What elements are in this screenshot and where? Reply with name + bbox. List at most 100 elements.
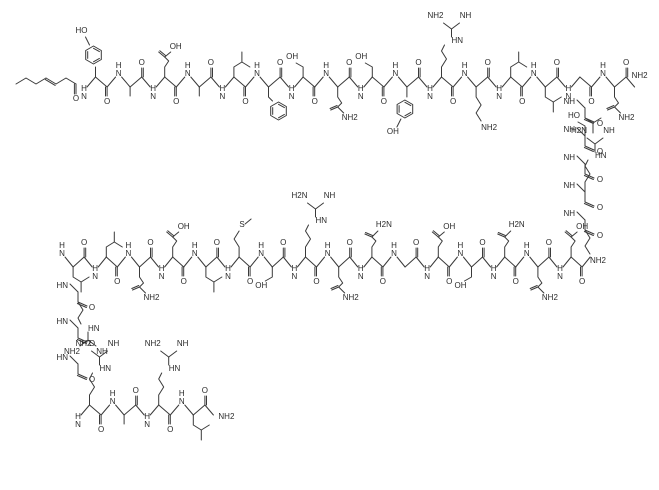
backbone-h-label: H	[462, 61, 468, 70]
backbone-n-label: H	[427, 84, 433, 93]
backbone-bond	[467, 76, 477, 88]
carboxyl-bond	[164, 51, 172, 58]
backbone-h-label: N	[75, 420, 81, 429]
backbone-n-label: N	[116, 69, 122, 78]
backbone-bond	[536, 76, 546, 88]
backbone-bond	[418, 76, 428, 88]
backbone-bond	[338, 256, 351, 268]
backbone-bond	[556, 76, 566, 88]
backbone-n-label: N	[192, 249, 198, 258]
backbone-bond	[80, 404, 90, 416]
carbonyl-bond	[530, 286, 539, 291]
backbone-bond	[510, 76, 523, 88]
backbone-bond	[404, 256, 417, 268]
carbonyl-o-label: O	[597, 203, 603, 212]
hydroxyl-bond	[364, 62, 373, 78]
carbonyl-o-label: O	[579, 277, 585, 286]
backbone-bond	[149, 404, 160, 416]
backbone-bond	[224, 76, 235, 88]
carboxyl-bond	[172, 236, 178, 258]
carboxyl-label: OH	[178, 222, 190, 231]
carbonyl-o-label: O	[513, 277, 519, 286]
carboxyl-label: OH	[170, 42, 182, 51]
backbone-bond	[504, 256, 517, 268]
guanidine-imine-label: NH	[603, 126, 615, 135]
carbonyl-bond	[364, 233, 373, 238]
alkyl-bond	[592, 117, 602, 124]
alkyl-bond	[105, 231, 115, 258]
carbonyl-bond	[365, 232, 373, 236]
hydroxyl-label: OH	[355, 52, 367, 61]
backbone-h-label: H	[179, 389, 185, 398]
backbone-bond	[205, 256, 218, 268]
guanidine-bond	[305, 224, 311, 258]
guanidine-bond	[91, 350, 100, 358]
backbone-bond	[529, 256, 539, 268]
backbone-bond	[548, 256, 558, 268]
carbonyl-bond	[584, 201, 595, 207]
backbone-bond	[371, 256, 384, 268]
backbone-bond	[441, 76, 454, 88]
backbone-n-label: N	[59, 249, 65, 258]
backbone-bond	[382, 256, 392, 268]
alkyl-bond	[213, 276, 223, 283]
backbone-bond	[245, 76, 255, 88]
backbone-bond	[95, 76, 108, 88]
alkyl-bond	[233, 51, 243, 78]
hydroxyl-label: OH	[255, 281, 267, 290]
guanidine-nh-label: HN	[316, 216, 328, 225]
carbonyl-o-label: O	[446, 277, 452, 286]
backbone-bond	[184, 404, 194, 416]
backbone-nh-label: NH	[563, 181, 575, 190]
backbone-bond	[452, 76, 463, 88]
alkyl-bond	[200, 424, 210, 431]
backbone-bond	[363, 256, 373, 268]
amide-label: NH2	[343, 293, 360, 302]
carbonyl-o-label: O	[114, 277, 120, 286]
backbone-n-label: N	[462, 69, 468, 78]
carboxyl-bond	[172, 231, 180, 238]
backbone-h-label: H	[323, 61, 329, 70]
backbone-bond	[462, 256, 472, 268]
backbone-bond	[487, 76, 497, 88]
backbone-nh-label: HN	[56, 281, 68, 290]
phenol-ring	[93, 57, 100, 63]
carbonyl-o-label: O	[81, 238, 87, 247]
backbone-bond	[521, 76, 532, 88]
backbone-bond	[135, 404, 145, 416]
guanidine-imine-label: NH	[108, 339, 120, 348]
thioether-bond	[233, 230, 240, 258]
amine-bond	[475, 86, 482, 122]
backbone-bond	[175, 76, 186, 88]
backbone-bond	[282, 256, 292, 268]
carbonyl-o-label: O	[347, 238, 353, 247]
guanidine-imine-label: NH	[460, 11, 472, 20]
backbone-h-label: H	[185, 61, 191, 70]
backbone-bond	[501, 76, 512, 88]
backbone-n-label: H	[159, 264, 165, 273]
carbonyl-o-label: O	[181, 277, 187, 286]
terminal-nh2-label: NH2	[632, 71, 649, 80]
backbone-n-label: N	[524, 249, 530, 258]
backbone-h-label: N	[358, 92, 364, 101]
backbone-bond	[475, 76, 489, 88]
phenyl-ring	[270, 101, 287, 121]
backbone-h-label: N	[358, 272, 364, 281]
guanidine-bond	[307, 202, 316, 210]
carbonyl-o-label: O	[242, 97, 248, 106]
carbonyl-bond	[159, 50, 167, 57]
backbone-bond	[69, 355, 79, 375]
backbone-n-label: N	[258, 249, 264, 258]
amide-bond	[504, 236, 510, 258]
backbone-bond	[448, 256, 458, 268]
amide-label: NH2	[542, 293, 559, 302]
guanidine-bond	[168, 350, 178, 358]
hydroxyl-label: HO	[568, 111, 580, 120]
alkyl-bond	[544, 86, 554, 113]
carbonyl-bond	[76, 375, 87, 380]
alkyl-bond	[113, 241, 123, 248]
guanidine-amine-label: H2N	[291, 191, 307, 200]
backbone-n-label: N	[393, 69, 399, 78]
hydroxyl-bond	[264, 266, 273, 282]
carbonyl-o-label: O	[546, 238, 552, 247]
